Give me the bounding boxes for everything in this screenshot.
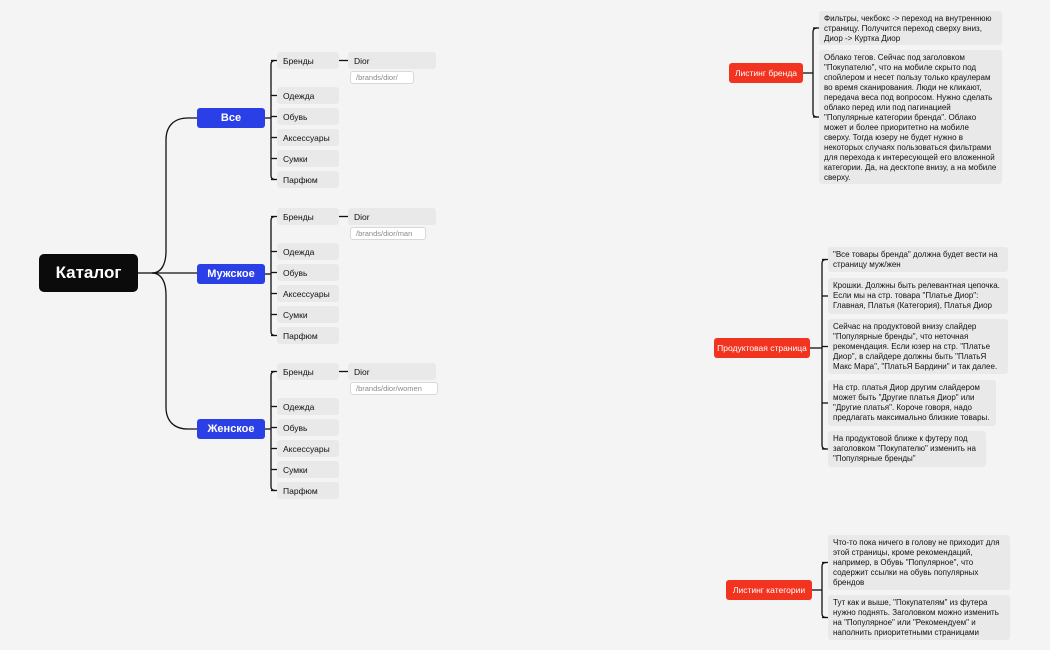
connector-line <box>270 370 276 492</box>
brand-path-label: /brands/dior/women <box>350 382 438 395</box>
note-item: Крошки. Должны быть релевантная цепочка.… <box>828 278 1008 314</box>
connector-line <box>812 27 818 118</box>
leaf-accessories[interactable]: Аксессуары <box>277 129 339 146</box>
note-label-category-listing[interactable]: Листинг категории <box>726 580 812 600</box>
note-item: Что-то пока ничего в голову не приходит … <box>828 535 1010 590</box>
note-item: На стр. платья Диор другим слайдером мож… <box>828 380 996 426</box>
section-node-women[interactable]: Женское <box>197 419 265 439</box>
leaf-accessories[interactable]: Аксессуары <box>277 285 339 302</box>
leaf-brand-dior[interactable]: Dior <box>348 52 436 69</box>
leaf-brand-dior[interactable]: Dior <box>348 363 436 380</box>
section-node-all[interactable]: Все <box>197 108 265 128</box>
leaf-bags[interactable]: Сумки <box>277 461 339 478</box>
leaf-perfume[interactable]: Парфюм <box>277 171 339 188</box>
leaf-bags[interactable]: Сумки <box>277 150 339 167</box>
leaf-brands[interactable]: Бренды <box>277 52 339 69</box>
leaf-perfume[interactable]: Парфюм <box>277 327 339 344</box>
section-node-men[interactable]: Мужское <box>197 264 265 284</box>
brand-path-label: /brands/dior/man <box>350 227 426 240</box>
connector-line <box>151 272 197 430</box>
leaf-clothing[interactable]: Одежда <box>277 398 339 415</box>
note-item: Облако тегов. Сейчас под заголовком "Пок… <box>819 50 1002 184</box>
leaf-clothing[interactable]: Одежда <box>277 87 339 104</box>
note-item: Тут как и выше, "Покупателям" из футера … <box>828 595 1010 640</box>
leaf-brand-dior[interactable]: Dior <box>348 208 436 225</box>
leaf-shoes[interactable]: Обувь <box>277 264 339 281</box>
leaf-clothing[interactable]: Одежда <box>277 243 339 260</box>
leaf-brands[interactable]: Бренды <box>277 208 339 225</box>
connector-line <box>270 215 276 337</box>
leaf-bags[interactable]: Сумки <box>277 306 339 323</box>
leaf-shoes[interactable]: Обувь <box>277 108 339 125</box>
connector-line <box>821 561 827 619</box>
note-item: На продуктовой ближе к футеру под заголо… <box>828 431 986 467</box>
connector-line <box>821 258 827 450</box>
note-item: Сейчас на продуктовой внизу слайдер "Поп… <box>828 319 1008 374</box>
root-node-catalog[interactable]: Каталог <box>39 254 138 292</box>
brand-path-label: /brands/dior/ <box>350 71 414 84</box>
connector-line <box>151 117 197 274</box>
leaf-perfume[interactable]: Парфюм <box>277 482 339 499</box>
note-item: "Все товары бренда" должна будет вести н… <box>828 247 1008 272</box>
leaf-brands[interactable]: Бренды <box>277 363 339 380</box>
note-item: Фильтры, чекбокс -> переход на внутренню… <box>819 11 1002 45</box>
leaf-shoes[interactable]: Обувь <box>277 419 339 436</box>
leaf-accessories[interactable]: Аксессуары <box>277 440 339 457</box>
note-label-brand-listing[interactable]: Листинг бренда <box>729 63 803 83</box>
connector-line <box>270 59 276 181</box>
note-label-product-page[interactable]: Продуктовая страница <box>714 338 810 358</box>
